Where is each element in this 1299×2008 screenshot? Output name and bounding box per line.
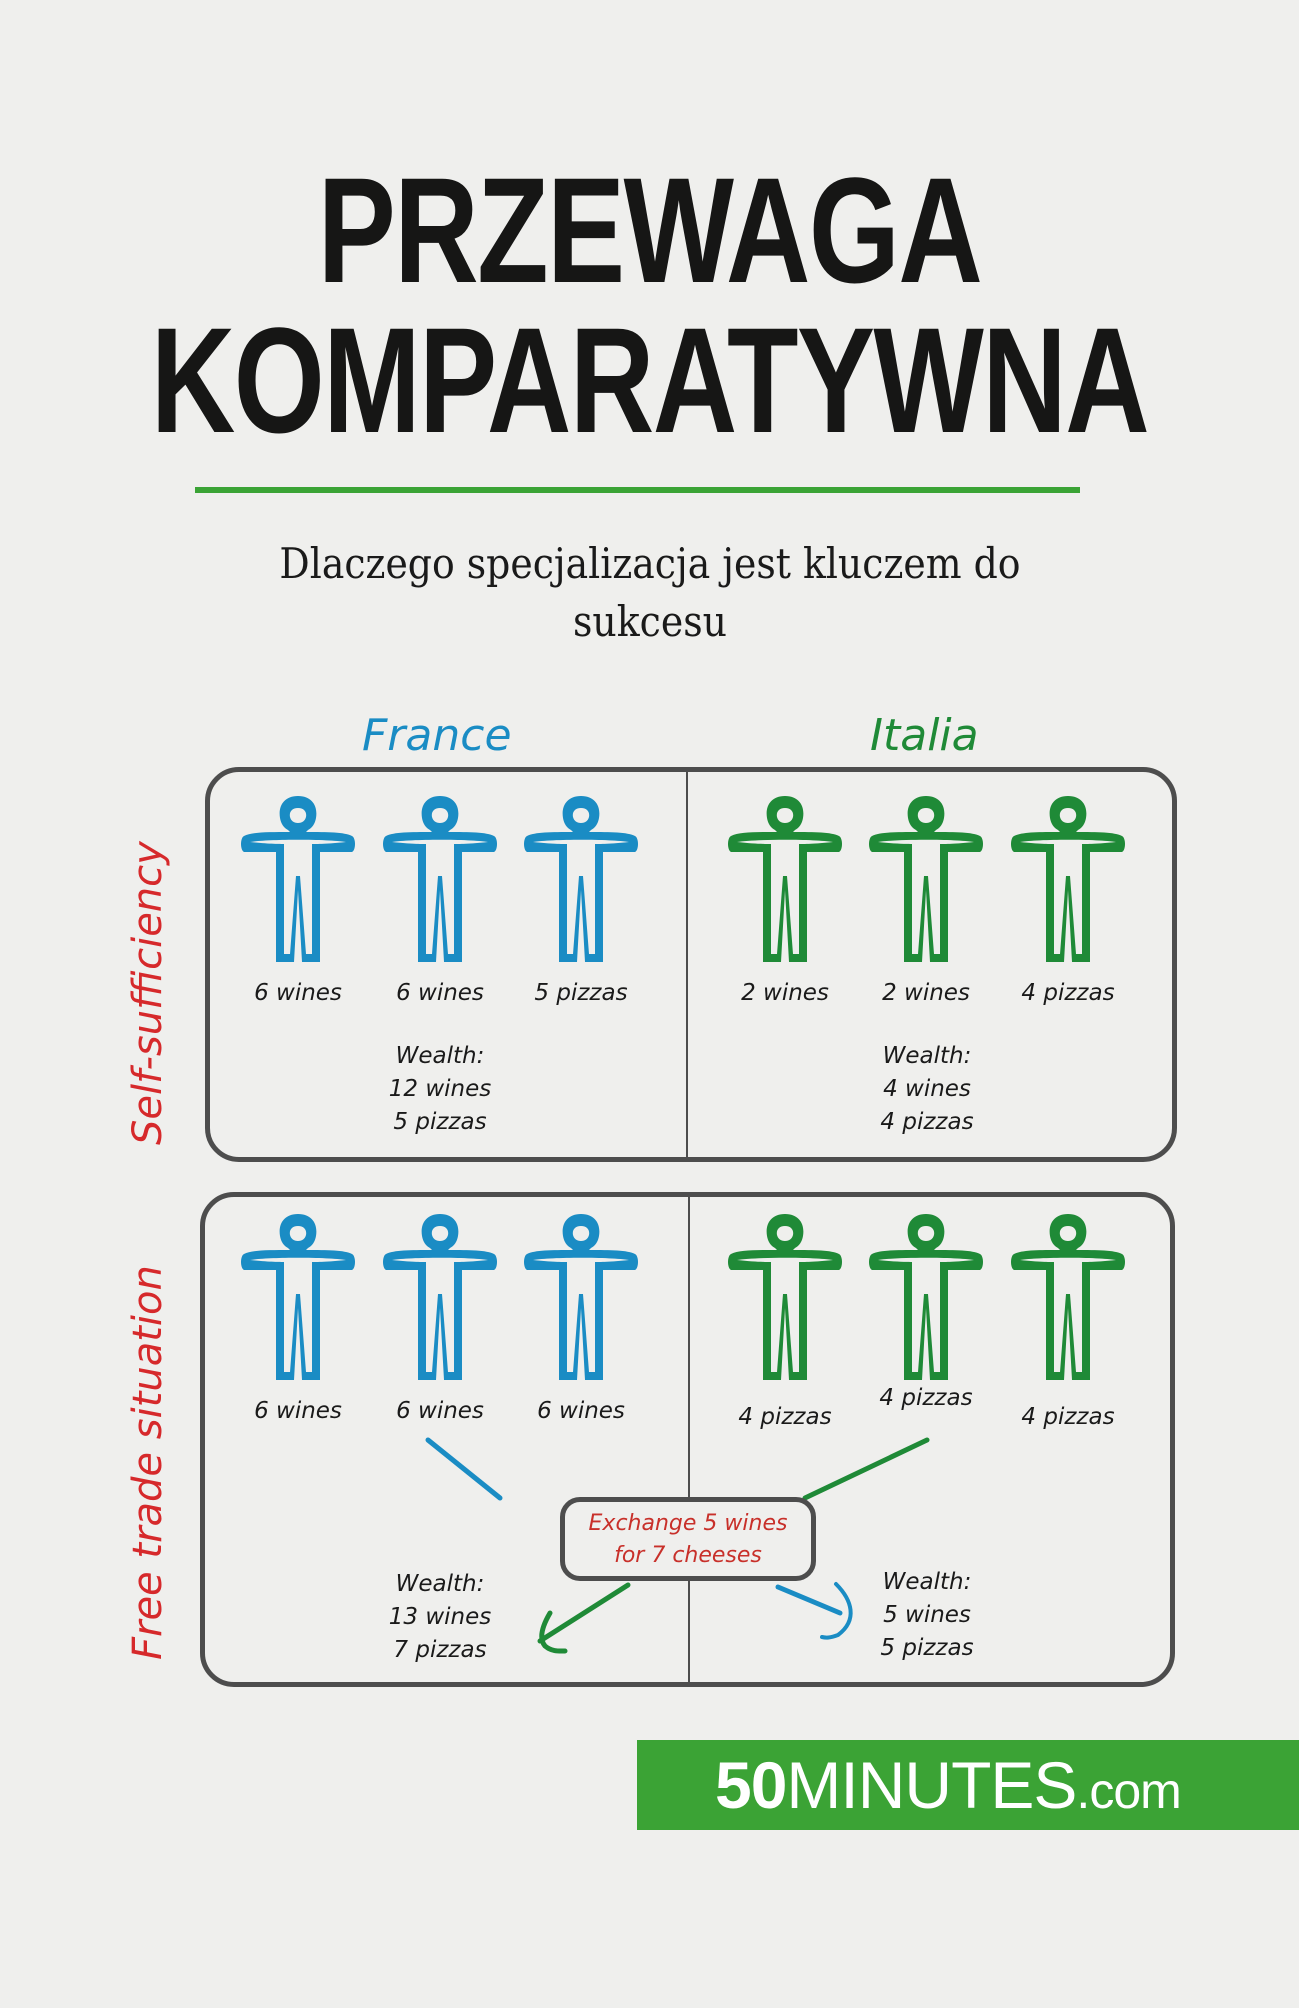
publisher-logo-text: 50MINUTES.com bbox=[715, 1748, 1182, 1826]
person-icon bbox=[725, 1208, 845, 1388]
wealth-line: 4 wines bbox=[883, 1076, 971, 1102]
person-icon bbox=[238, 1208, 358, 1388]
panel-self-sufficiency bbox=[205, 767, 1177, 1162]
figure-label: 5 pizzas bbox=[534, 980, 628, 1006]
person-icon bbox=[1008, 790, 1128, 970]
person-icon bbox=[380, 1208, 500, 1388]
person-icon bbox=[380, 790, 500, 970]
person-icon bbox=[1008, 1208, 1128, 1388]
panel-free-trade bbox=[200, 1192, 1175, 1687]
logo-bold: 50 bbox=[715, 1748, 787, 1822]
row-label-free-trade: Free trade situation bbox=[125, 1265, 171, 1660]
person-icon bbox=[866, 790, 986, 970]
wealth-line: 5 wines bbox=[883, 1602, 971, 1628]
logo-domain: .com bbox=[1076, 1763, 1181, 1819]
figure-label: 6 wines bbox=[537, 1398, 625, 1424]
wealth-line: 7 pizzas bbox=[393, 1637, 487, 1663]
wealth-line: 4 pizzas bbox=[880, 1109, 974, 1135]
wealth-france-trade: Wealth: 13 wines 7 pizzas bbox=[340, 1568, 540, 1667]
person-icon bbox=[238, 790, 358, 970]
publisher-logo: 50MINUTES.com bbox=[637, 1740, 1299, 1830]
person-icon bbox=[521, 1208, 641, 1388]
person-icon bbox=[866, 1208, 986, 1388]
figure-label: 2 wines bbox=[882, 980, 970, 1006]
country-label-france: France bbox=[362, 710, 512, 761]
figure-label: 4 pizzas bbox=[1021, 980, 1115, 1006]
wealth-line: 12 wines bbox=[388, 1076, 492, 1102]
wealth-title: Wealth: bbox=[395, 1043, 485, 1069]
figure-label: 4 pizzas bbox=[1021, 1404, 1115, 1430]
figure-label: 2 wines bbox=[741, 980, 829, 1006]
wealth-italia-trade: Wealth: 5 wines 5 pizzas bbox=[827, 1566, 1027, 1665]
wealth-italia-self: Wealth: 4 wines 4 pizzas bbox=[827, 1040, 1027, 1139]
exchange-line-1: Exchange 5 wines bbox=[588, 1511, 788, 1536]
wealth-title: Wealth: bbox=[882, 1569, 972, 1595]
country-label-italia: Italia bbox=[870, 710, 979, 761]
figure-label: 6 wines bbox=[254, 1398, 342, 1424]
panel-divider bbox=[688, 1195, 690, 1683]
figure-label: 4 pizzas bbox=[738, 1404, 832, 1430]
row-label-self-sufficiency: Self-sufficiency bbox=[125, 841, 171, 1145]
figure-label: 4 pizzas bbox=[879, 1385, 973, 1411]
wealth-line: 5 pizzas bbox=[393, 1109, 487, 1135]
figure-label: 6 wines bbox=[396, 1398, 484, 1424]
logo-light: MINUTES bbox=[786, 1748, 1077, 1822]
wealth-title: Wealth: bbox=[395, 1571, 485, 1597]
wealth-line: 13 wines bbox=[388, 1604, 492, 1630]
exchange-line-2: for 7 cheeses bbox=[614, 1543, 762, 1568]
title-line-1: PRZEWAGA bbox=[317, 146, 983, 314]
subtitle: Dlaczego specjalizacja jest kluczem do s… bbox=[279, 539, 1021, 646]
person-icon bbox=[521, 790, 641, 970]
wealth-france-self: Wealth: 12 wines 5 pizzas bbox=[340, 1040, 540, 1139]
wealth-title: Wealth: bbox=[882, 1043, 972, 1069]
panel-divider bbox=[686, 770, 688, 1160]
title-divider bbox=[195, 487, 1080, 493]
figure-label: 6 wines bbox=[254, 980, 342, 1006]
title-line-2: KOMPARATYWNA bbox=[150, 296, 1150, 464]
figure-label: 6 wines bbox=[396, 980, 484, 1006]
exchange-box: Exchange 5 wines for 7 cheeses bbox=[560, 1497, 816, 1581]
wealth-line: 5 pizzas bbox=[880, 1635, 974, 1661]
person-icon bbox=[725, 790, 845, 970]
